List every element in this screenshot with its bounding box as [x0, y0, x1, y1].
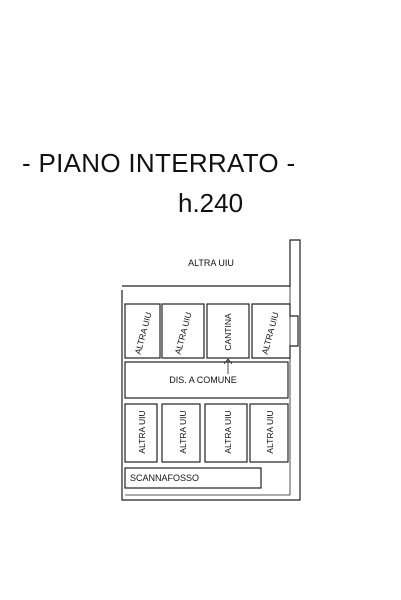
floor-title: - PIANO INTERRATO - — [22, 148, 296, 178]
label-scannafosso: SCANNAFOSSO — [130, 473, 199, 483]
cell-outline-8 — [249, 403, 289, 463]
cell-outline-2 — [161, 303, 205, 359]
label-corridor: DIS. A COMUNE — [169, 375, 237, 385]
door-arrow — [223, 358, 233, 374]
label-altra-uiu-top: ALTRA UIU — [188, 258, 234, 268]
label-cell-5: ALTRA UIU — [137, 410, 147, 453]
scannafosso-outline — [124, 467, 262, 489]
cell-outline-3 — [206, 303, 250, 359]
label-cell-2: ALTRA UIU — [173, 311, 194, 355]
ceiling-height-label: h.240 — [178, 188, 244, 218]
label-cell-4: ALTRA UIU — [260, 311, 281, 355]
outer-wall — [121, 239, 301, 501]
cell-outline-6 — [161, 403, 201, 463]
corridor-outline — [124, 361, 289, 399]
cell-outline-1 — [124, 303, 161, 359]
cell-outline-7 — [204, 403, 248, 463]
label-cell-1: ALTRA UIU — [133, 311, 154, 355]
label-cell-8: ALTRA UIU — [265, 410, 275, 453]
cell-outline-4 — [251, 303, 299, 359]
label-cell-3: CANTINA — [223, 313, 233, 351]
label-cell-6: ALTRA UIU — [178, 410, 188, 453]
label-cell-7: ALTRA UIU — [223, 410, 233, 453]
cell-outline-5 — [124, 403, 158, 463]
